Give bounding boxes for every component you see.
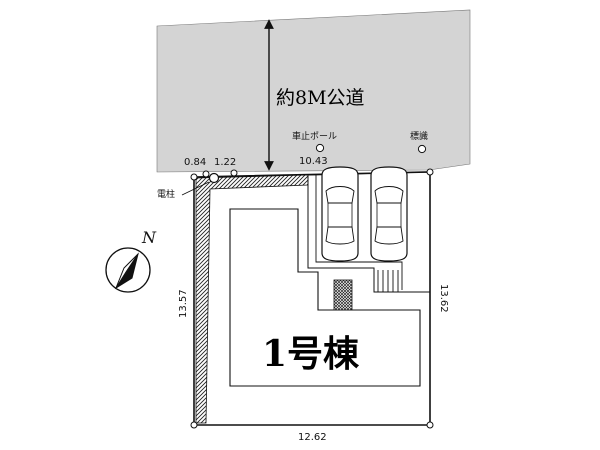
utility-pole-leader	[181, 181, 210, 196]
corner-marker	[230, 169, 238, 177]
dimension-bottom: 12.62	[298, 432, 327, 443]
car-icon-right	[370, 166, 408, 262]
compass-icon	[105, 247, 151, 293]
corner-marker	[426, 168, 434, 176]
benchmark-icon	[417, 144, 427, 154]
parking-inner-line	[315, 175, 403, 290]
utility-pole-label: 電柱	[157, 188, 175, 200]
dimension-top: 10.43	[299, 156, 328, 167]
stop-pole-icon	[315, 143, 325, 153]
entrance-steps	[377, 270, 399, 292]
road-label: 約8M公道	[276, 87, 365, 109]
public-road	[156, 9, 471, 173]
corner-marker	[190, 173, 198, 181]
entrance-mesh	[333, 279, 353, 311]
stop-pole-label: 車止ポール	[292, 130, 337, 142]
dimension-top-left-a: 0.84	[184, 157, 206, 168]
compass-north-label: N	[141, 228, 157, 247]
dimension-right: 13.62	[438, 284, 449, 313]
dimension-left: 13.57	[178, 289, 189, 318]
building-label: 1号棟	[262, 333, 360, 375]
building-footprint	[229, 208, 421, 387]
dimension-top-left-b: 1.22	[214, 157, 236, 168]
corner-marker	[202, 170, 210, 178]
benchmark-label: 標識	[410, 130, 428, 142]
car-icon-left	[321, 166, 359, 262]
corner-marker	[426, 421, 434, 429]
corner-marker	[190, 421, 198, 429]
utility-pole-icon	[208, 172, 220, 184]
